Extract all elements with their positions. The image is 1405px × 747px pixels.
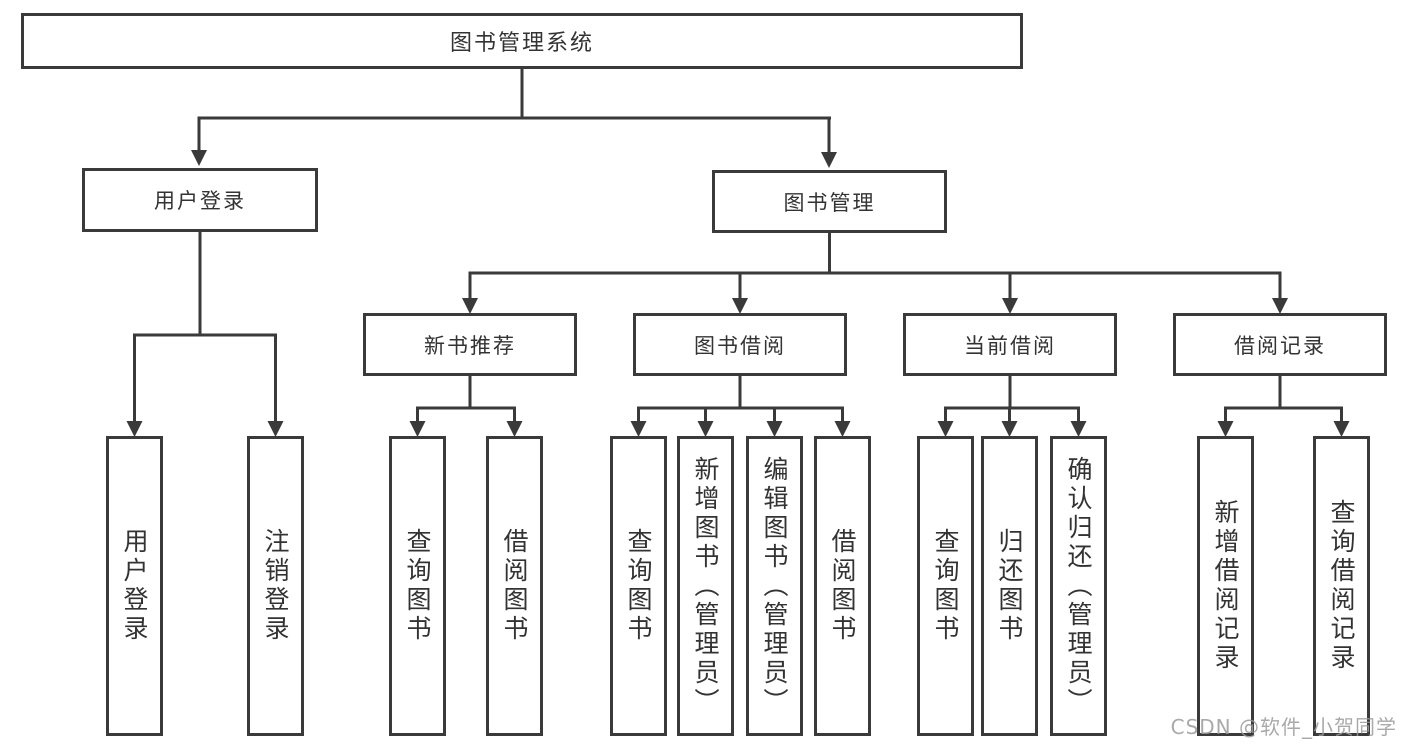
leaf-query-books-recommend-label: 查询图书 [403,528,432,644]
leaf-user-login-label: 用户登录 [120,528,149,644]
leaf-borrow-books: 借阅图书 [814,436,871,736]
leaf-query-books-recommend: 查询图书 [389,436,446,736]
leaf-logout-label: 注销登录 [261,528,290,644]
leaf-query-books-current: 查询图书 [917,436,974,736]
leaf-add-books-admin-label: 新增图书（管理员） [691,455,720,717]
leaf-return-books: 归还图书 [981,436,1038,736]
node-book-borrow-label: 图书借阅 [694,333,786,358]
leaf-borrow-books-label: 借阅图书 [828,528,857,644]
node-new-book-recommend: 新书推荐 [363,313,577,376]
leaf-confirm-return-admin: 确认归还（管理员） [1050,436,1107,736]
leaf-query-borrow-record-label: 查询借阅记录 [1327,499,1356,673]
leaf-confirm-return-admin-label: 确认归还（管理员） [1064,455,1093,717]
node-current-borrow: 当前借阅 [903,313,1117,376]
leaf-user-login: 用户登录 [106,436,163,736]
node-borrow-record-label: 借阅记录 [1234,333,1326,358]
leaf-return-books-label: 归还图书 [995,528,1024,644]
leaf-query-books-borrow: 查询图书 [610,436,667,736]
leaf-add-books-admin: 新增图书（管理员） [677,436,734,736]
leaf-borrow-books-recommend-label: 借阅图书 [500,528,529,644]
node-book-borrow: 图书借阅 [633,313,847,376]
arrowheads [126,150,1350,437]
leaf-add-borrow-record-label: 新增借阅记录 [1211,499,1240,673]
node-user-login: 用户登录 [82,168,318,232]
node-root-label: 图书管理系统 [449,31,594,56]
node-user-login-label: 用户登录 [154,189,246,213]
leaf-edit-books-admin: 编辑图书（管理员） [746,436,803,736]
node-book-management-label: 图书管理 [783,190,876,215]
node-book-management: 图书管理 [712,170,947,233]
leaf-logout: 注销登录 [247,436,304,736]
leaf-add-borrow-record: 新增借阅记录 [1197,436,1254,736]
node-new-book-recommend-label: 新书推荐 [424,333,516,358]
node-borrow-record: 借阅记录 [1173,313,1387,376]
leaf-edit-books-admin-label: 编辑图书（管理员） [760,455,789,717]
node-current-borrow-label: 当前借阅 [964,333,1056,358]
node-root: 图书管理系统 [21,13,1023,69]
leaf-query-books-borrow-label: 查询图书 [624,528,653,644]
csdn-watermark: CSDN @软件_小贺同学 [1170,715,1397,739]
leaf-borrow-books-recommend: 借阅图书 [486,436,543,736]
leaf-query-books-current-label: 查询图书 [931,528,960,644]
leaf-query-borrow-record: 查询借阅记录 [1313,436,1370,736]
